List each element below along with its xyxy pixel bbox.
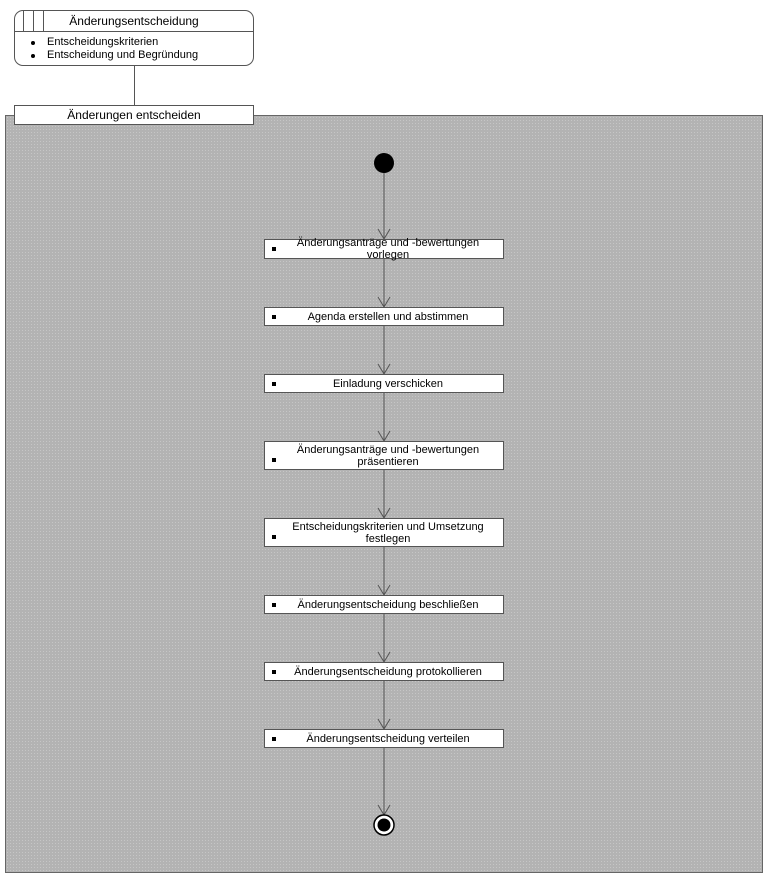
artifact-item: Entscheidungskriterien: [29, 36, 198, 49]
activity-step-label: Änderungsentscheidung verteilen: [306, 732, 470, 745]
artifact-item-list: Entscheidungskriterien Entscheidung und …: [29, 36, 198, 62]
activity-step-label: Änderungsentscheidung protokollieren: [294, 665, 482, 678]
activity-step-label: Einladung verschicken: [332, 377, 444, 390]
activity-step: Änderungsanträge und -bewertungen vorleg…: [264, 237, 504, 261]
activity-step-label: Agenda erstellen und abstimmen: [307, 310, 469, 323]
artifact-connector-line: [134, 66, 135, 105]
activity-step: Agenda erstellen und abstimmen: [264, 307, 504, 326]
activity-step-label: Änderungsanträge und -bewertungen präsen…: [296, 443, 480, 468]
process-label: Änderungen entscheiden: [14, 105, 254, 125]
start-node-icon: [374, 153, 394, 173]
activity-step: Änderungsentscheidung verteilen: [264, 729, 504, 748]
activity-step-label: Änderungsentscheidung beschließen: [297, 598, 479, 611]
activity-step: Änderungsentscheidung beschließen: [264, 595, 504, 614]
artifact-icon: [23, 11, 51, 31]
artifact-title: Änderungsentscheidung: [69, 14, 199, 28]
activity-step: Einladung verschicken: [264, 374, 504, 393]
end-node-icon: [373, 814, 395, 836]
activity-step-label: Änderungsanträge und -bewertungen vorleg…: [296, 237, 480, 261]
artifact-box: Änderungsentscheidung Entscheidungskrite…: [14, 10, 254, 66]
activity-step: Entscheidungskriterien und Umsetzung fes…: [264, 518, 504, 547]
artifact-item: Entscheidung und Begründung: [29, 49, 198, 62]
activity-step-label: Entscheidungskriterien und Umsetzung fes…: [292, 520, 484, 545]
artifact-header: Änderungsentscheidung: [15, 11, 253, 32]
activity-step: Änderungsanträge und -bewertungen präsen…: [264, 441, 504, 470]
activity-step: Änderungsentscheidung protokollieren: [264, 662, 504, 681]
